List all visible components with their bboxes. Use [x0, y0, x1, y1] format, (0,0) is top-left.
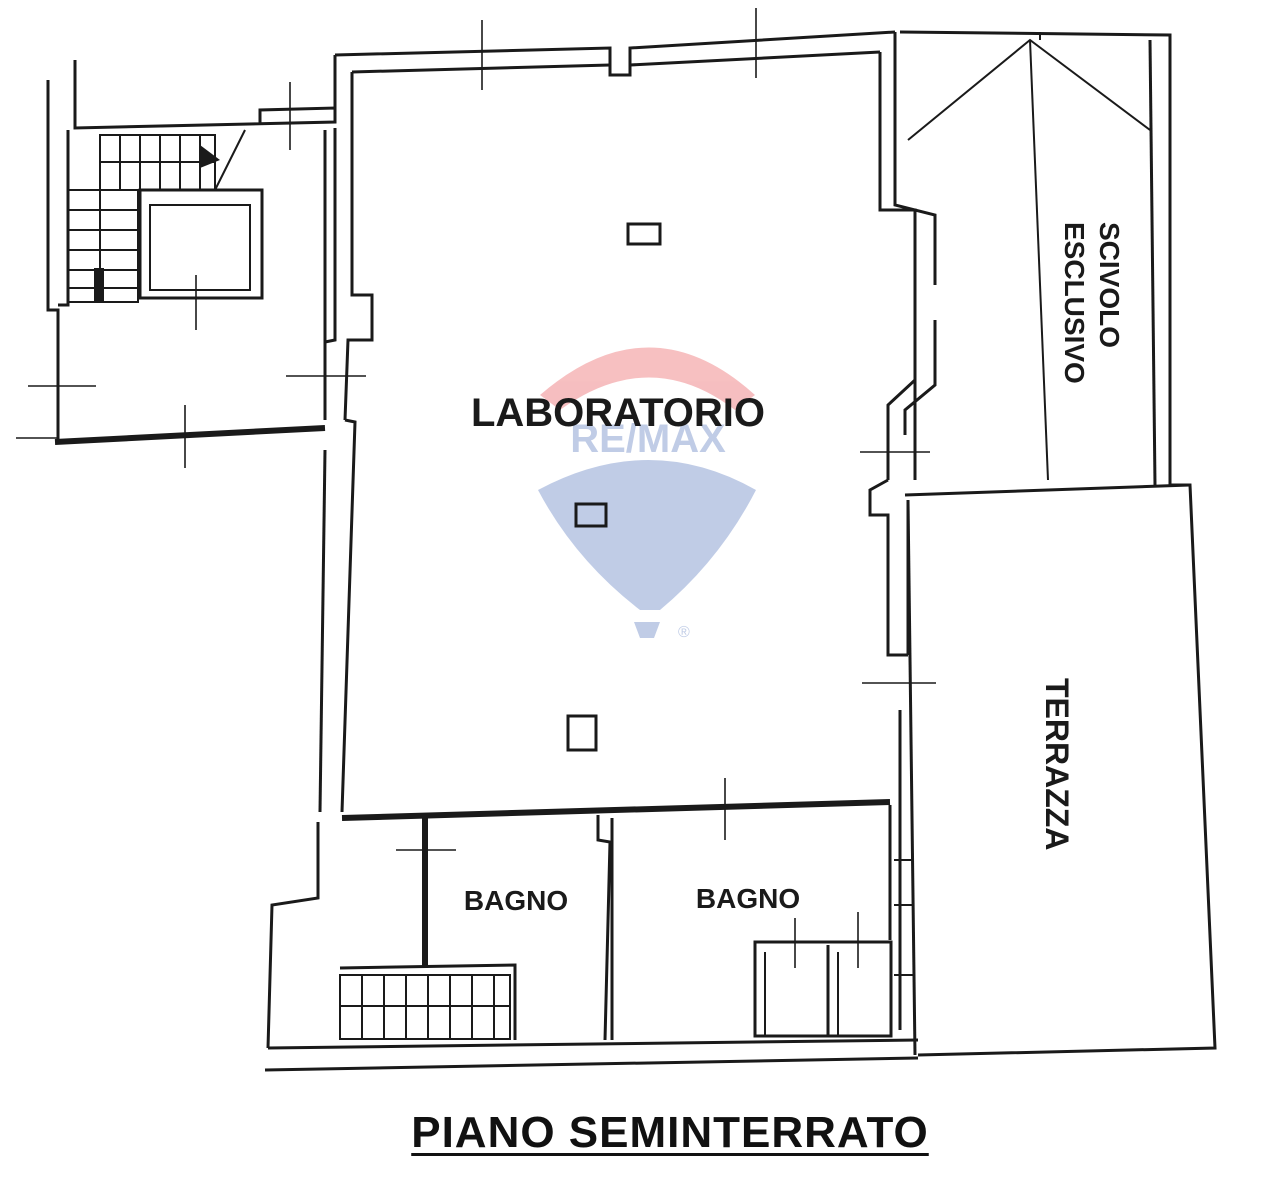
bagno-right-room: BAGNO — [610, 710, 914, 1040]
room-label-scivolo-line2: ESCLUSIVO — [1059, 222, 1090, 384]
stair-room — [16, 60, 366, 468]
room-label-bagno-left: BAGNO — [464, 885, 568, 916]
stairs-flight — [67, 129, 246, 303]
room-label-terrazza: TERRAZZA — [1039, 678, 1075, 850]
pillar — [566, 714, 598, 752]
bagno-left-room: BAGNO — [266, 815, 612, 1049]
pillar — [626, 222, 662, 246]
stairs-bottom — [339, 974, 511, 1040]
floor-title: PIANO SEMINTERRATO — [411, 1108, 929, 1157]
lift-shaft — [138, 188, 264, 300]
room-label-scivolo-line1: SCIVOLO — [1094, 222, 1125, 348]
terrazza-area: TERRAZZA — [906, 483, 1217, 1057]
pillar — [574, 502, 608, 528]
room-label-laboratorio: LABORATORIO — [471, 391, 765, 435]
scivolo-area: SCIVOLO ESCLUSIVO — [899, 30, 1191, 497]
balloon-bottom-blue — [538, 460, 756, 610]
balloon-basket — [634, 622, 660, 638]
remax-watermark: RE/MAX ® — [538, 347, 756, 641]
shower-cabins — [753, 940, 893, 1038]
room-label-bagno-right: BAGNO — [696, 883, 800, 914]
watermark-brand: RE/MAX — [570, 417, 726, 461]
balloon-top-red — [540, 347, 755, 410]
laboratorio-room: LABORATORIO — [318, 8, 937, 840]
watermark-registered: ® — [678, 624, 690, 641]
